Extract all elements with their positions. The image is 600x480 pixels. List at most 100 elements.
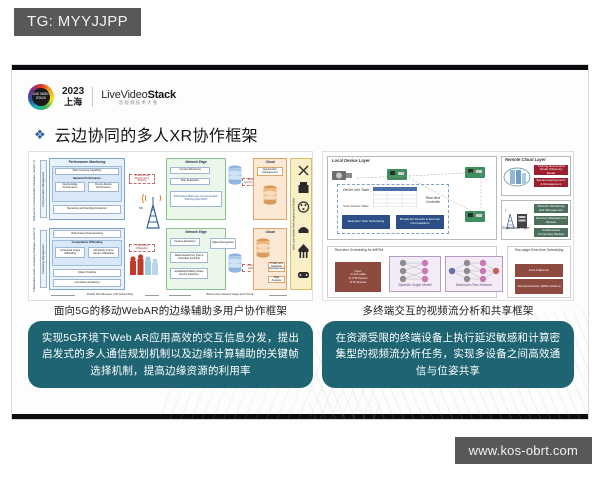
label-ar-column: Multi-user Mobile Web Augmented Reality	[291, 197, 296, 251]
highlight-box-right: 在资源受限的终端设备上执行延迟敏感和计算密集型的视频流分析任务，实现多设备之间高…	[322, 321, 574, 388]
title-mirsa-scheduling: Real-time Scheduling for MIRSA	[334, 248, 384, 252]
device-links	[356, 171, 482, 217]
block-services-management: Services Management Module	[533, 215, 569, 226]
telegram-watermark-label: TG: MYYJJPP	[27, 13, 129, 30]
logo-city: 上海	[64, 96, 83, 107]
header-network-edge-top: Network Edge	[185, 160, 207, 164]
block-contextual-image-offloading: Contextual Image Offloading	[55, 247, 85, 258]
label-communication-management: Communication Management	[40, 160, 47, 218]
label-select-decision-maker: Select Decision Maker	[343, 205, 369, 208]
block-profile-database-mgmt: Profile and Database Management	[268, 261, 285, 272]
5g-tower-icon	[142, 194, 162, 229]
label-computing-management: Computing Management	[40, 230, 47, 288]
source-url-label: www.kos-obrt.com	[468, 443, 578, 458]
label-section3: Multi-person Communication Strategies (S…	[33, 160, 36, 222]
slide-title: ❖ 云边协同的多人XR协作框架	[34, 122, 258, 146]
label-maximum-flow-network: Maximum Flow Network	[455, 283, 493, 287]
block-training-visual-odometry: Training End-to-End Visual Odometry Mode…	[533, 164, 569, 176]
label-device-info-table: Device Info Table	[342, 188, 370, 192]
figure-right-canvas: Local Device Layer	[323, 152, 573, 300]
highlight-box-left: 实现5G环境下Web AR应用高效的交互信息分发，提出启发式的多人通信规划机制以…	[28, 321, 313, 388]
brand-name-bold: Stack	[147, 88, 177, 101]
block-device-selection: Availability/Fidelity-Aware Device Selec…	[170, 268, 208, 279]
footnote-backends: Back-ends (Network Edge and Cloud)	[206, 292, 254, 296]
bipartite-graph-icon	[399, 259, 429, 283]
max-flow-panel	[445, 256, 503, 292]
footnote-rule-right-a	[169, 295, 191, 296]
block-ea-cmp: EAS-based Multi-user Communication Plann…	[170, 191, 222, 207]
header-cloud-bottom: Cloud	[265, 230, 275, 234]
title-bullet-icon: ❖	[34, 126, 46, 142]
brand-subtitle: 音视频技术大会	[118, 99, 159, 105]
footnote-rule-left-b	[145, 295, 159, 296]
device-board-icon-3	[465, 211, 485, 222]
slide-bottom-bar	[12, 414, 588, 419]
cloud-server-icon	[503, 167, 531, 187]
block-feature-extraction: Feature Extraction	[170, 238, 200, 246]
conference-logo-inner-label: LIVE VIDEO STACK	[32, 88, 50, 106]
label-section4: Collaboration-aware Computing Strategies…	[33, 227, 36, 293]
caption-left: 面向5G的移动WebAR的边缘辅助多用户协作框架	[53, 305, 288, 317]
block-network-performance: Network Performance	[73, 177, 101, 180]
block-ford-fulkerson: Ford-Fulkerson	[515, 264, 563, 277]
brand-name-light: LiveVideo	[101, 88, 148, 101]
header-network-edge-bottom: Network Edge	[185, 230, 207, 234]
block-object-recognition: Object Recognition	[210, 238, 236, 249]
block-ar-ready-frame-offloading: AR Ready Frame Stream Offloading	[88, 247, 119, 258]
figure-multi-device-video-analytics: Local Device Layer	[322, 151, 574, 301]
block-context-monitoring: Context Monitoring	[170, 167, 210, 174]
block-object-tracking: Object Tracking	[53, 269, 121, 277]
footnote-mobile-web-browser: Mobile Web Browser (AR Subscriber)	[86, 292, 134, 296]
header-cloud-top: Cloud	[265, 160, 275, 164]
tower-5g-label: 5G	[139, 206, 144, 210]
highlight-boxes-row: 实现5G环境下Web AR应用高效的交互信息分发，提出启发式的多人通信规划机制以…	[28, 321, 574, 388]
presentation-slide: LIVE VIDEO STACK 2023 上海 LiveVideoStack …	[11, 64, 589, 420]
database-cloud-icon-2	[256, 238, 270, 258]
block-device-device-performance: Device-Device Performance	[88, 182, 119, 192]
header-performance-monitoring: Performance Monitoring	[68, 160, 106, 164]
title-local-device-layer: Local Device Layer	[332, 158, 370, 163]
telegram-watermark-badge: TG: MYYJJPP	[14, 8, 142, 36]
block-ke-kfs: ARHA-based Key Frame Schedule (ke-KFS)	[170, 252, 208, 263]
title-remote-cloud-layer: Remote Cloud Layer	[505, 157, 546, 162]
label-two-stage-scheduling: Two-stage Real-time Scheduling	[514, 248, 564, 252]
block-network-monitoring: Network Monitoring and Management	[533, 203, 569, 214]
block-service-deployments: Service Deployments & Management	[533, 177, 569, 188]
block-real-time-task-scheduling: Real-time Task Scheduling	[341, 214, 391, 230]
figure-captions-row: 面向5G的移动WebAR的边缘辅助多用户协作框架 多终端交互的视频流分析和共享框…	[28, 303, 574, 318]
arrow-label-performance-sharing: Interactional Performance Sharing	[129, 174, 155, 184]
conference-logo: LIVE VIDEO STACK 2023 上海 LiveVideoStack …	[28, 84, 176, 110]
label-edge-cloud-layer: Edge Cloud Layer	[502, 226, 530, 230]
database-edge-icon-1	[228, 165, 242, 185]
block-annotation-rendering: Annotation Rendering	[53, 279, 121, 287]
database-edge-icon-2	[228, 253, 242, 273]
block-computation-offloading: Computation Offloading	[71, 241, 103, 244]
device-board-icon-1	[387, 169, 407, 180]
block-collaborative-computing: Collaborative Computing Module	[533, 227, 569, 238]
figures-row: Multi-person Communication Strategies (S…	[28, 151, 574, 301]
caption-right: 多终端交互的视频流分析和共享框架	[362, 305, 534, 317]
ar-application-icons	[297, 165, 310, 278]
footnote-rule-left-a	[51, 295, 75, 296]
brand-name: LiveVideoStack	[101, 89, 176, 101]
block-receiving-sending-interaction: Receiving and Sending Interaction	[53, 205, 121, 214]
block-web-compute-capability: Web Compute Capability	[55, 168, 119, 175]
label-real-time-controller: Real-time Controller	[425, 196, 441, 205]
block-data-analysis: Data Analysis	[268, 276, 285, 283]
arrow-label-keyframe-offloading: Key Frame Offloading	[129, 244, 155, 252]
slide-title-text: 云边协同的多人XR协作框架	[54, 128, 259, 145]
dashed-region-scheduling	[337, 184, 449, 234]
bipartite-graph-panel	[389, 256, 441, 292]
database-cloud-icon-1	[263, 185, 277, 205]
slide-top-bar	[12, 65, 588, 70]
source-url-badge: www.kos-obrt.com	[454, 437, 592, 464]
figure-mobile-webar-framework: Multi-person Communication Strategies (S…	[28, 151, 313, 301]
brand-logo: LiveVideoStack 音视频技术大会	[101, 89, 176, 106]
label-bipartite-graph-model: Bipartite Graph Model	[398, 283, 432, 287]
block-neural-execution: Neural execution (RNN solution)	[515, 279, 563, 294]
figure-left-canvas: Multi-person Communication Strategies (S…	[29, 152, 312, 300]
device-info-table-graphic	[373, 187, 417, 207]
logo-year-number: 2023	[62, 86, 85, 98]
conference-logo-year: 2023 上海	[62, 86, 85, 107]
